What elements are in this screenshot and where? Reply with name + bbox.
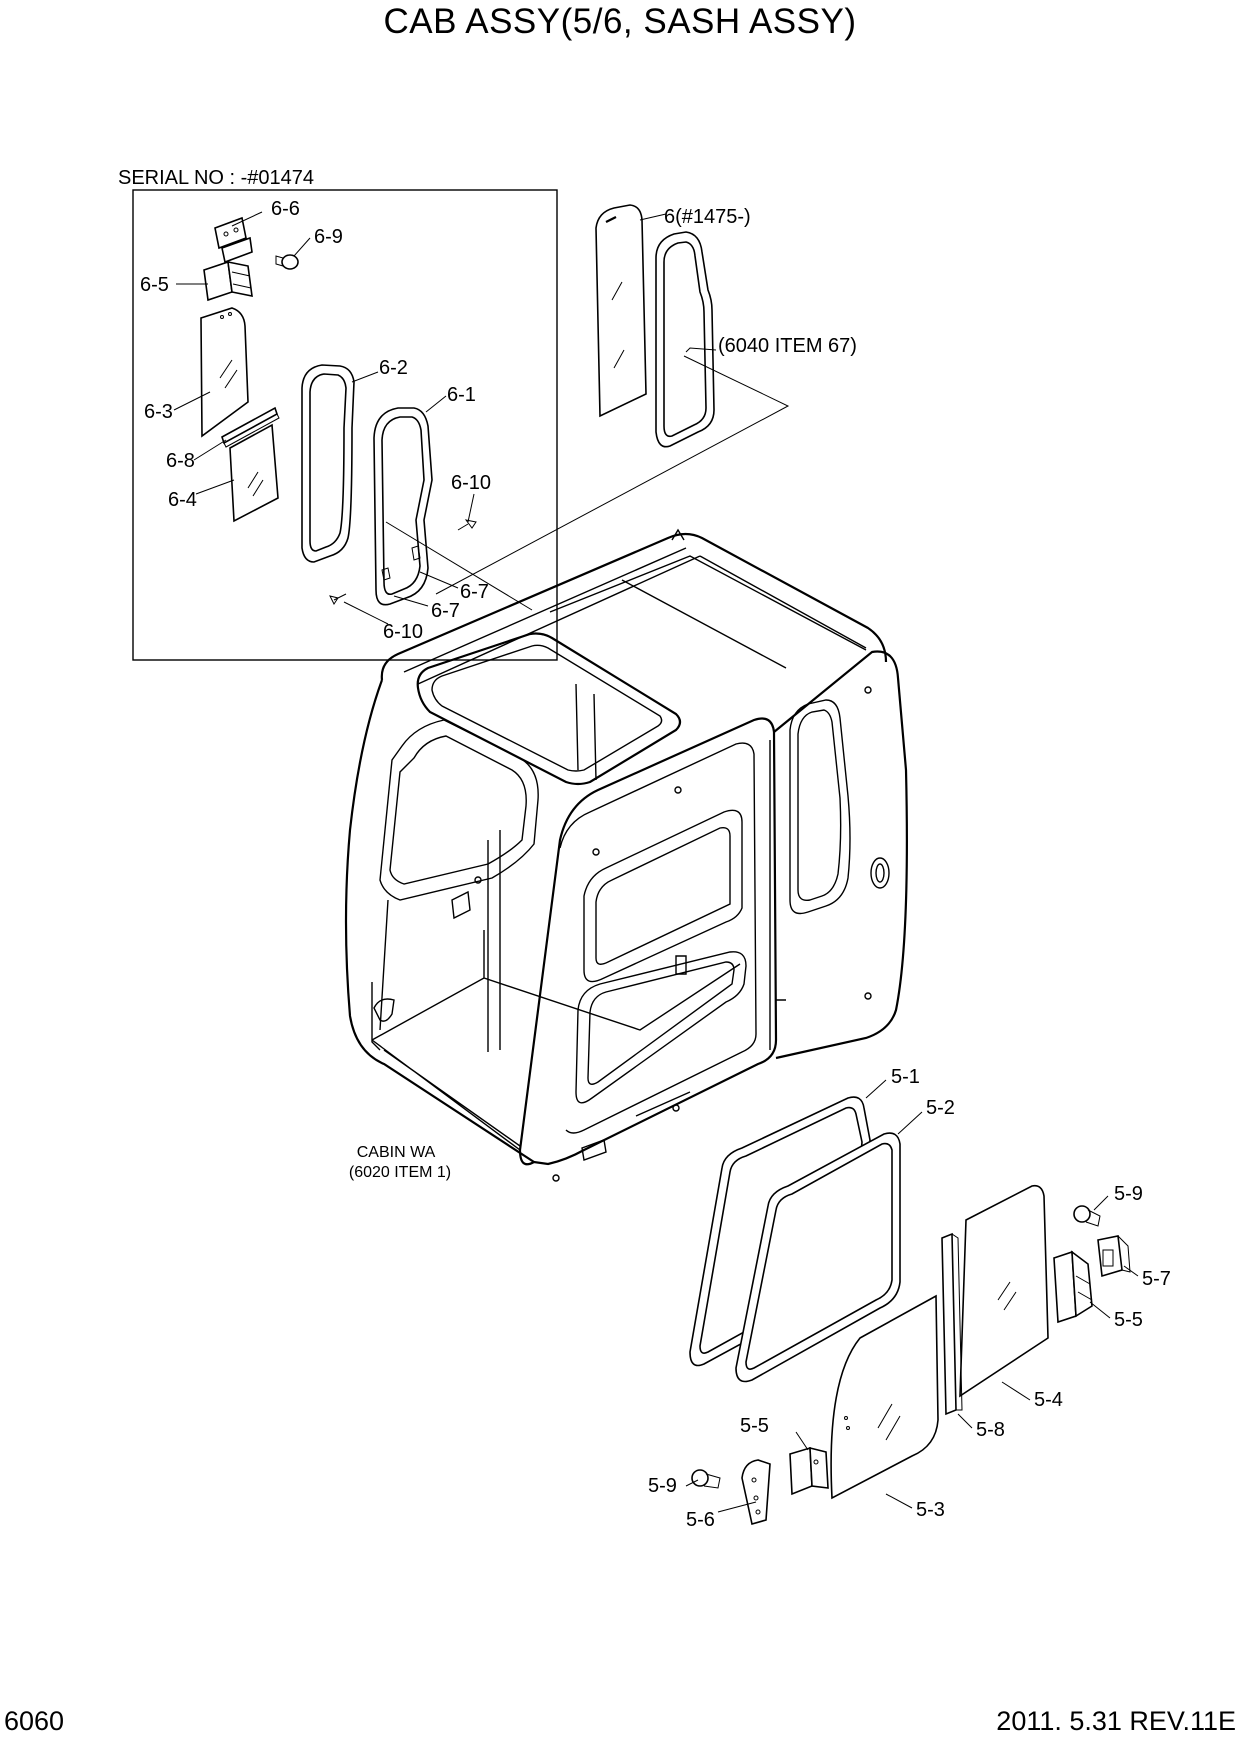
part-5-4 xyxy=(959,1184,1063,1398)
callout-6-2: 6-2 xyxy=(379,357,408,379)
callout-5-7: 5-7 xyxy=(1142,1268,1171,1290)
part-6-5 xyxy=(203,260,253,302)
callout-5-9-lower: 5-9 xyxy=(648,1475,677,1497)
part-5-8 xyxy=(941,1232,963,1416)
note-cabin-wa: CABIN WA xyxy=(357,1144,436,1161)
callout-6-3: 6-3 xyxy=(144,401,173,423)
part-5-5-lower xyxy=(789,1446,829,1496)
callout-5-1: 5-1 xyxy=(891,1066,920,1088)
callout-6-9: 6-9 xyxy=(314,226,343,248)
revision-date: 2011. 5.31 REV.11E xyxy=(996,1706,1236,1736)
callout-6-4: 6-4 xyxy=(168,489,197,511)
part-6-1 xyxy=(373,407,433,606)
callout-5-9-upper: 5-9 xyxy=(1114,1183,1143,1205)
page-number: 6060 xyxy=(4,1706,65,1736)
callout-5-3: 5-3 xyxy=(916,1499,945,1521)
callout-5-8: 5-8 xyxy=(976,1419,1005,1441)
part-6-new-seal xyxy=(655,231,715,448)
part-6-3 xyxy=(200,307,249,438)
inset-serial-box: SERIAL NO : -#01474 xyxy=(118,167,558,661)
callout-labels: 6-6 6-9 6-5 6-3 6-2 6-1 6-8 6-4 6-10 6-7… xyxy=(140,198,1171,1531)
callout-6-6: 6-6 xyxy=(271,198,300,220)
part-6-10-upper xyxy=(457,519,477,531)
callout-5-6: 5-6 xyxy=(686,1509,715,1531)
callout-6-1: 6-1 xyxy=(447,384,476,406)
note-6040-item: (6040 ITEM 67) xyxy=(718,335,857,357)
part-6-2 xyxy=(301,364,355,563)
callout-6-10-upper: 6-10 xyxy=(451,472,491,494)
part-5-2 xyxy=(735,1132,901,1383)
callout-5-5-upper: 5-5 xyxy=(1114,1309,1143,1331)
part-6-new-glass xyxy=(595,204,647,418)
callout-leaders xyxy=(173,211,1139,1513)
part-6-4 xyxy=(229,423,279,523)
serial-label: SERIAL NO : -#01474 xyxy=(118,167,314,189)
callout-5-4: 5-4 xyxy=(1034,1389,1063,1411)
note-6020-item: (6020 ITEM 1) xyxy=(349,1164,451,1181)
cabin-body xyxy=(344,355,908,1182)
part-5-3 xyxy=(830,1294,939,1500)
callout-6-7-lower: 6-7 xyxy=(431,600,460,622)
part-6-8 xyxy=(221,406,280,448)
page-title: CAB ASSY(5/6, SASH ASSY) xyxy=(383,2,857,41)
callout-6-new: 6(#1475-) xyxy=(664,206,751,228)
callout-6-8: 6-8 xyxy=(166,450,195,472)
callout-6-7-upper: 6-7 xyxy=(460,581,489,603)
part-5-9-lower xyxy=(691,1469,721,1489)
callout-5-2: 5-2 xyxy=(926,1097,955,1119)
callout-6-10-lower: 6-10 xyxy=(383,621,423,643)
callout-6-5: 6-5 xyxy=(140,274,169,296)
part-5-6 xyxy=(741,1459,771,1526)
part-5-5-upper xyxy=(1053,1250,1093,1324)
part-6-6 xyxy=(214,216,253,264)
callout-5-5-lower: 5-5 xyxy=(740,1415,769,1437)
part-5-9-upper xyxy=(1073,1205,1101,1227)
part-5-7 xyxy=(1097,1235,1131,1278)
part-6-9 xyxy=(275,254,299,270)
part-6-10-lower xyxy=(329,593,347,605)
